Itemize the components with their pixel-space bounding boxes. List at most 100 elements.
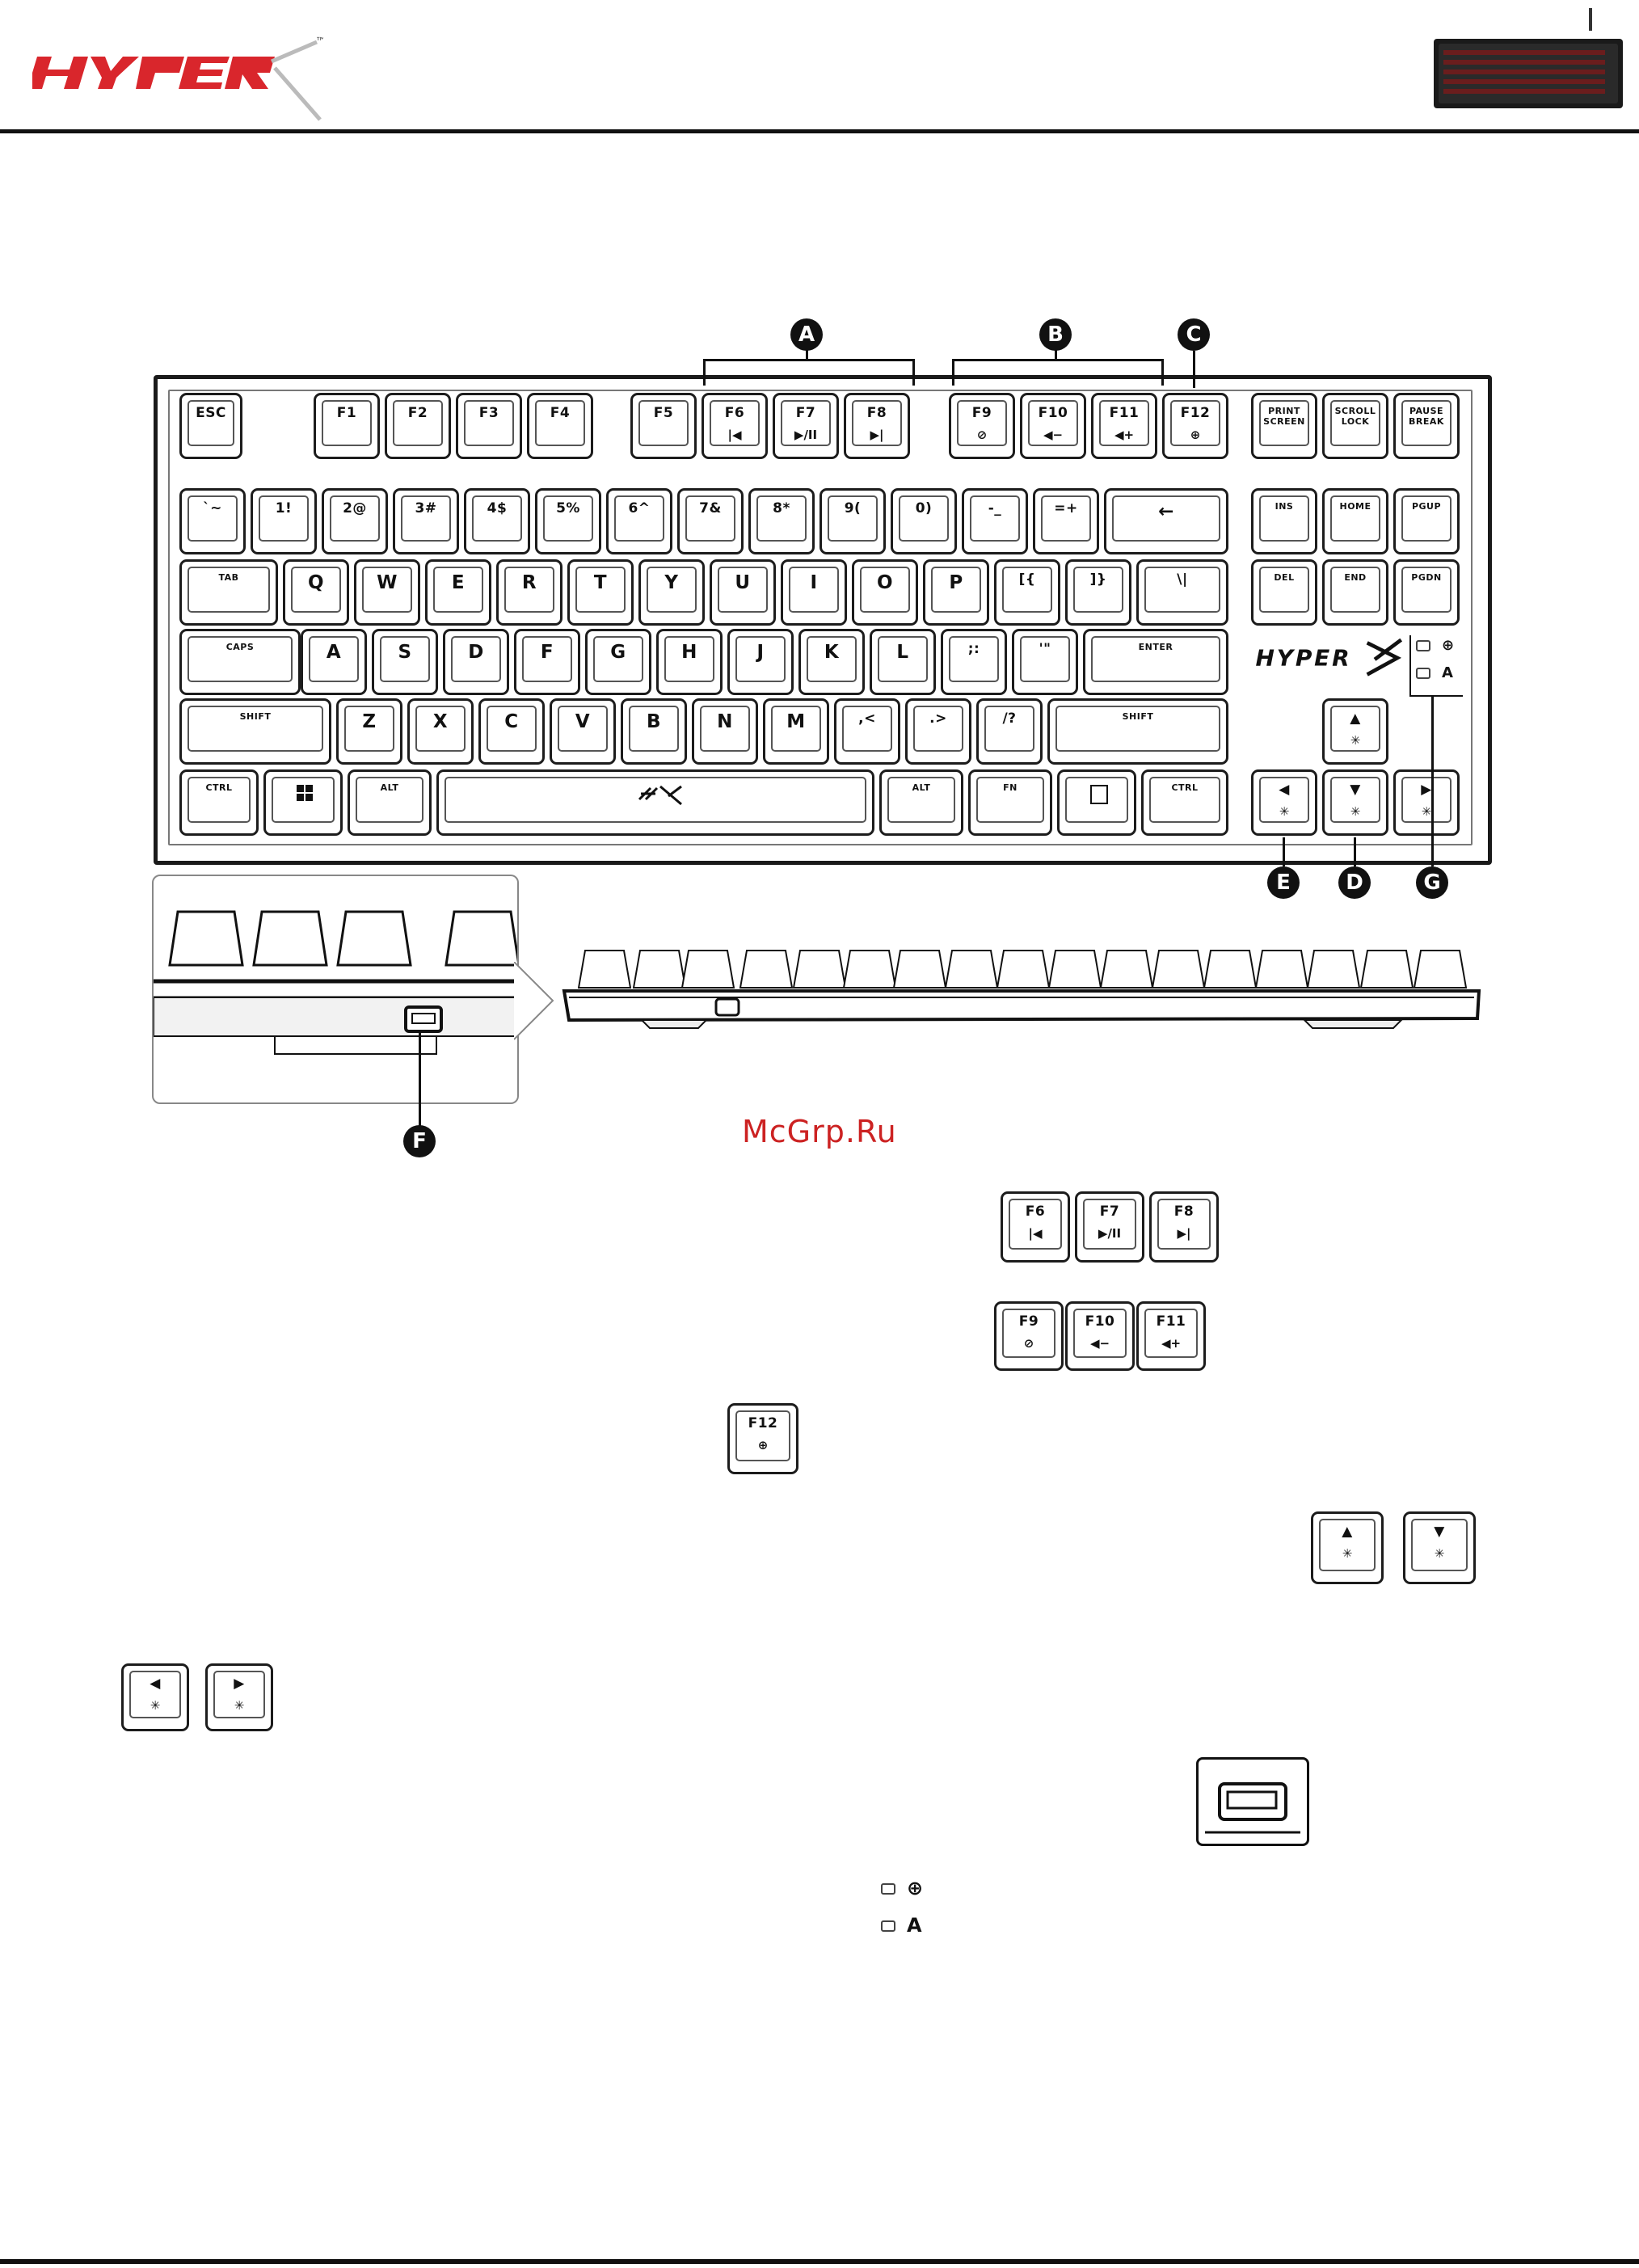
key-e[interactable]: E bbox=[425, 559, 491, 626]
key-x[interactable]: X bbox=[407, 698, 474, 765]
key-enter[interactable]: ENTER bbox=[1083, 629, 1228, 695]
key-backspace[interactable]: ← bbox=[1104, 488, 1228, 554]
key-r[interactable]: R bbox=[496, 559, 562, 626]
key-rshift[interactable]: SHIFT bbox=[1047, 698, 1228, 765]
plate-hyperx-logo: HYPER bbox=[1256, 638, 1403, 677]
key-f8[interactable]: F8▶| bbox=[844, 393, 910, 459]
bracket-b bbox=[952, 359, 1164, 386]
key-f12[interactable]: F12⊕ bbox=[1162, 393, 1228, 459]
key-fn[interactable]: FN bbox=[968, 769, 1052, 836]
key-3[interactable]: 3# bbox=[393, 488, 459, 554]
key-minus[interactable]: -_ bbox=[962, 488, 1028, 554]
key-m[interactable]: M bbox=[763, 698, 829, 765]
key-f2[interactable]: F2 bbox=[385, 393, 451, 459]
key-a[interactable]: A bbox=[301, 629, 367, 695]
key-pause-break[interactable]: PAUSE BREAK bbox=[1393, 393, 1460, 459]
key-k[interactable]: K bbox=[798, 629, 865, 695]
led-icon bbox=[881, 1883, 895, 1895]
key-quote[interactable]: '" bbox=[1012, 629, 1078, 695]
key-backtick[interactable]: `~ bbox=[179, 488, 246, 554]
key-0[interactable]: 0) bbox=[891, 488, 957, 554]
key-lshift[interactable]: SHIFT bbox=[179, 698, 331, 765]
key-arrow-up[interactable]: ▲✳ bbox=[1322, 698, 1388, 765]
key-u[interactable]: U bbox=[710, 559, 776, 626]
key-i[interactable]: I bbox=[781, 559, 847, 626]
key-s[interactable]: S bbox=[372, 629, 438, 695]
key-t[interactable]: T bbox=[567, 559, 634, 626]
detail-key-brightness-down: ▼✳ bbox=[1403, 1511, 1476, 1584]
key-z[interactable]: Z bbox=[336, 698, 402, 765]
key-tab[interactable]: TAB bbox=[179, 559, 278, 626]
key-o[interactable]: O bbox=[852, 559, 918, 626]
key-home[interactable]: HOME bbox=[1322, 488, 1388, 554]
key-rctrl[interactable]: CTRL bbox=[1141, 769, 1228, 836]
key-l[interactable]: L bbox=[870, 629, 936, 695]
indicator-caps-lock: A bbox=[1416, 664, 1453, 681]
key-6[interactable]: 6^ bbox=[606, 488, 672, 554]
key-5[interactable]: 5% bbox=[535, 488, 601, 554]
key-1[interactable]: 1! bbox=[251, 488, 317, 554]
key-2[interactable]: 2@ bbox=[322, 488, 388, 554]
key-scroll-lock[interactable]: SCROLL LOCK bbox=[1322, 393, 1388, 459]
key-9[interactable]: 9( bbox=[820, 488, 886, 554]
key-backslash[interactable]: \| bbox=[1136, 559, 1228, 626]
key-period[interactable]: .> bbox=[905, 698, 971, 765]
key-rbracket[interactable]: ]} bbox=[1065, 559, 1131, 626]
key-v[interactable]: V bbox=[550, 698, 616, 765]
hyperx-logo: ™ bbox=[32, 36, 323, 121]
key-arrow-down[interactable]: ▼✳ bbox=[1322, 769, 1388, 836]
key-g[interactable]: G bbox=[585, 629, 651, 695]
key-semicolon[interactable]: ;: bbox=[941, 629, 1007, 695]
key-b[interactable]: B bbox=[621, 698, 687, 765]
key-space[interactable] bbox=[436, 769, 874, 836]
key-pgdn[interactable]: PGDN bbox=[1393, 559, 1460, 626]
key-8[interactable]: 8* bbox=[748, 488, 815, 554]
key-comma[interactable]: ,< bbox=[834, 698, 900, 765]
key-w[interactable]: W bbox=[354, 559, 420, 626]
key-lctrl[interactable]: CTRL bbox=[179, 769, 259, 836]
key-f7[interactable]: F7▶/II bbox=[773, 393, 839, 459]
key-f[interactable]: F bbox=[514, 629, 580, 695]
key-slash[interactable]: /? bbox=[976, 698, 1043, 765]
callout-a: A bbox=[790, 318, 823, 351]
key-esc[interactable]: ESC bbox=[179, 393, 242, 459]
key-ralt[interactable]: ALT bbox=[879, 769, 963, 836]
key-ins[interactable]: INS bbox=[1251, 488, 1317, 554]
key-q[interactable]: Q bbox=[283, 559, 349, 626]
key-menu[interactable] bbox=[1057, 769, 1136, 836]
key-7[interactable]: 7& bbox=[677, 488, 744, 554]
key-f11[interactable]: F11◀+ bbox=[1091, 393, 1157, 459]
key-lbracket[interactable]: [{ bbox=[994, 559, 1060, 626]
key-f10[interactable]: F10◀− bbox=[1020, 393, 1086, 459]
key-j[interactable]: J bbox=[727, 629, 794, 695]
callout-b: B bbox=[1039, 318, 1072, 351]
key-f4[interactable]: F4 bbox=[527, 393, 593, 459]
key-lalt[interactable]: ALT bbox=[348, 769, 432, 836]
key-f3[interactable]: F3 bbox=[456, 393, 522, 459]
key-del[interactable]: DEL bbox=[1251, 559, 1317, 626]
key-windows[interactable] bbox=[263, 769, 343, 836]
key-end[interactable]: END bbox=[1322, 559, 1388, 626]
callout-f: F bbox=[403, 1125, 436, 1157]
key-d[interactable]: D bbox=[443, 629, 509, 695]
key-print-screen[interactable]: PRINT SCREEN bbox=[1251, 393, 1317, 459]
key-f9[interactable]: F9⊘ bbox=[949, 393, 1015, 459]
detail-key-f8: F8▶| bbox=[1149, 1191, 1219, 1263]
key-4[interactable]: 4$ bbox=[464, 488, 530, 554]
key-h[interactable]: H bbox=[656, 629, 723, 695]
legend-caps-lock: A bbox=[881, 1914, 922, 1937]
callout-c: C bbox=[1178, 318, 1210, 351]
key-f6[interactable]: F6|◀ bbox=[702, 393, 768, 459]
key-y[interactable]: Y bbox=[638, 559, 705, 626]
key-arrow-left[interactable]: ◀✳ bbox=[1251, 769, 1317, 836]
key-c[interactable]: C bbox=[478, 698, 545, 765]
key-pgup[interactable]: PGUP bbox=[1393, 488, 1460, 554]
key-p[interactable]: P bbox=[923, 559, 989, 626]
key-n[interactable]: N bbox=[692, 698, 758, 765]
key-f1[interactable]: F1 bbox=[314, 393, 380, 459]
key-f5[interactable]: F5 bbox=[630, 393, 697, 459]
key-equals[interactable]: =+ bbox=[1033, 488, 1099, 554]
key-arrow-right[interactable]: ▶✳ bbox=[1393, 769, 1460, 836]
detail-key-effect-next: ▶✳ bbox=[205, 1663, 273, 1731]
key-caps[interactable]: CAPS bbox=[179, 629, 301, 695]
